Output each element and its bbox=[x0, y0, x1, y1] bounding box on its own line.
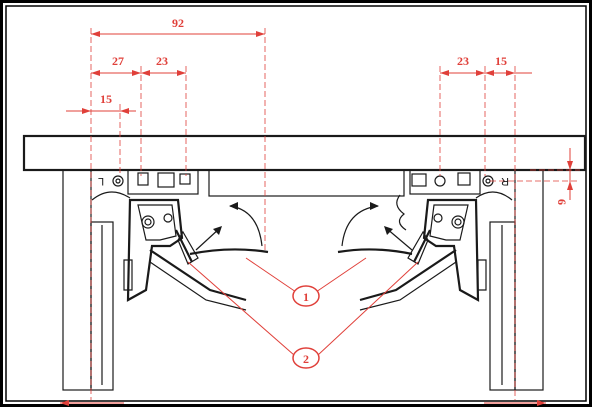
left-hinge bbox=[112, 169, 247, 311]
callout-one: 1 bbox=[292, 285, 320, 307]
drawing-inner-frame bbox=[5, 5, 587, 402]
motion-arrows bbox=[195, 202, 413, 251]
dimension-label-left-a: 27 bbox=[112, 54, 124, 68]
left-side-mark: L bbox=[98, 175, 104, 187]
right-hinge bbox=[359, 169, 494, 311]
dimension-label-left-c: 15 bbox=[100, 92, 112, 106]
dimension-lines bbox=[60, 31, 573, 406]
dimension-label-right-a: 23 bbox=[457, 54, 469, 68]
dimension-extension-lines bbox=[90, 28, 580, 400]
callout-two-label: 2 bbox=[303, 352, 309, 366]
cabinet-top-panel bbox=[22, 134, 587, 172]
left-cover-flap bbox=[189, 248, 269, 256]
left-side-wall bbox=[62, 169, 131, 391]
callout-two: 2 bbox=[292, 347, 320, 369]
callout-leaders bbox=[187, 257, 419, 356]
right-side-mark: R bbox=[501, 175, 509, 187]
dimension-label-left-b: 23 bbox=[156, 54, 168, 68]
right-cover-flap bbox=[337, 248, 413, 256]
dimension-label-right-b: 15 bbox=[495, 54, 507, 68]
dimension-label-right-side: 6 bbox=[555, 199, 569, 205]
callout-one-label: 1 bbox=[303, 290, 309, 304]
center-mounting-block bbox=[208, 169, 405, 197]
dimension-label-top-total: 92 bbox=[172, 16, 184, 30]
